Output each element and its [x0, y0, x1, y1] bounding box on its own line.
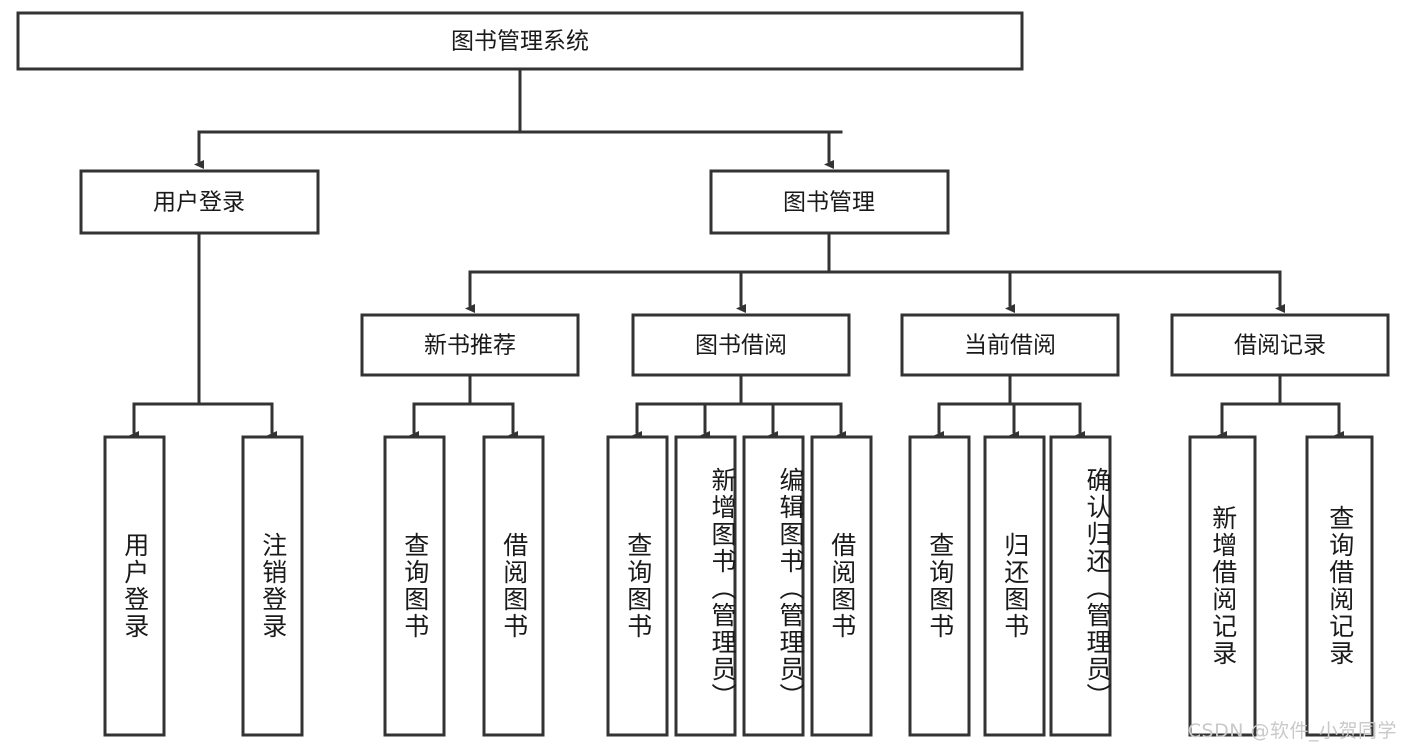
leaf-box-return-book[interactable] [983, 435, 1046, 737]
leaf-box-confirm-return[interactable] [1049, 435, 1112, 737]
connector-group-root [194, 67, 843, 169]
node-book-manage-label: 图书管理 [783, 190, 875, 216]
node-book-borrow[interactable]: 图书借阅 [631, 313, 851, 377]
node-root-box [16, 11, 1024, 71]
node-book-borrow-label: 图书借阅 [695, 333, 787, 359]
node-book-manage-box [709, 169, 950, 235]
connector-group-borrow-record [1217, 373, 1344, 440]
node-user-login[interactable]: 用户登录 [79, 169, 320, 235]
node-user-login-box [79, 169, 320, 235]
node-book-borrow-box [631, 313, 851, 377]
csdn-watermark: CSDN @软件_小贺同学 [1187, 720, 1397, 742]
leaf-box-borrow-book-2[interactable] [810, 435, 873, 737]
node-current-borrow-label: 当前借阅 [964, 333, 1056, 359]
node-borrow-record-label: 借阅记录 [1234, 333, 1326, 359]
node-borrow-record[interactable]: 借阅记录 [1170, 313, 1390, 377]
leaf-box-query-book-2[interactable] [606, 435, 669, 737]
leaf-box-borrow-book-1[interactable] [482, 435, 545, 737]
node-new-book-rec-label: 新书推荐 [424, 333, 516, 359]
leaf-box-group [103, 435, 1374, 737]
node-root[interactable]: 图书管理系统 [16, 11, 1024, 71]
leaf-box-add-book[interactable] [674, 435, 737, 737]
connector-group-book-manage [465, 231, 1285, 313]
leaf-box-logout[interactable] [241, 435, 304, 737]
node-current-borrow[interactable]: 当前借阅 [900, 313, 1120, 377]
connector-group-book-borrow [632, 373, 846, 440]
leaf-box-edit-book[interactable] [742, 435, 805, 737]
node-current-borrow-box [900, 313, 1120, 377]
connector-group-new-book-rec [409, 373, 518, 440]
node-new-book-rec[interactable]: 新书推荐 [360, 313, 580, 377]
connector-group-current-borrow [934, 373, 1085, 440]
node-root-label: 图书管理系统 [451, 29, 589, 55]
node-new-book-rec-box [360, 313, 580, 377]
connector-group-user-login [129, 231, 277, 440]
node-book-manage[interactable]: 图书管理 [709, 169, 950, 235]
leaf-box-query-book-1[interactable] [383, 435, 446, 737]
leaf-box-user-login[interactable] [103, 435, 166, 737]
leaf-box-query-record[interactable] [1305, 435, 1374, 737]
leaf-box-query-book-3[interactable] [908, 435, 971, 737]
leaf-box-add-record[interactable] [1188, 435, 1257, 737]
node-borrow-record-box [1170, 313, 1390, 377]
node-user-login-label: 用户登录 [153, 190, 245, 216]
